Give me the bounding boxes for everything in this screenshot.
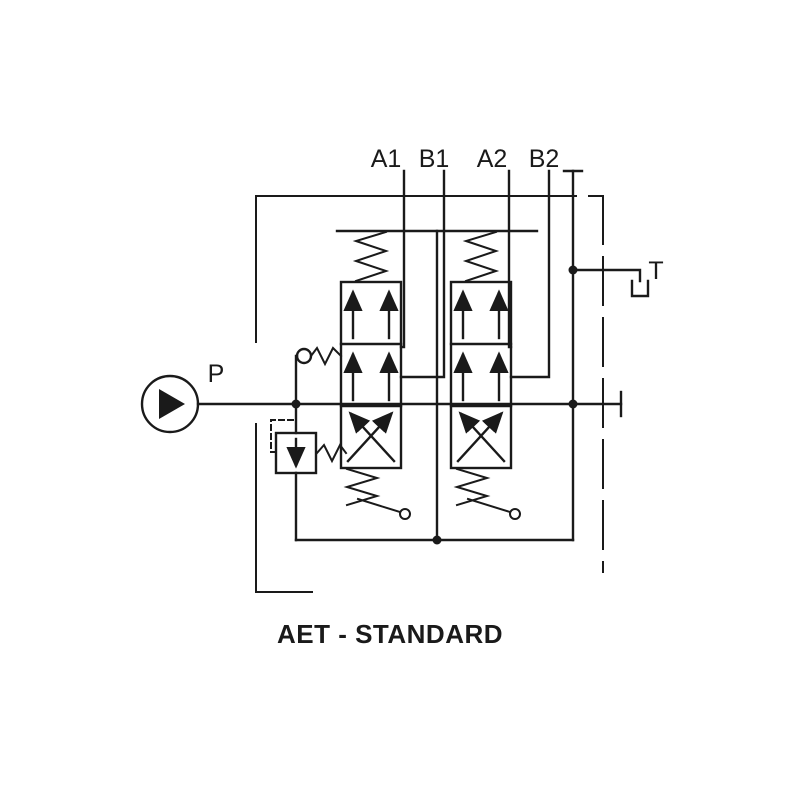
pressure-line-group bbox=[196, 390, 623, 418]
valve2-lever-knob-icon bbox=[509, 508, 521, 520]
valve1-top-spring-icon bbox=[352, 230, 390, 283]
work-port-labels: A1 B1 A2 B2 bbox=[371, 145, 560, 173]
valve2-pos3-cross-arrow-2 bbox=[458, 411, 506, 463]
relief-pilot-line bbox=[270, 419, 294, 453]
tank-branch-line bbox=[571, 268, 642, 283]
valve-section-1 bbox=[339, 230, 411, 520]
valve2-top-spring-icon bbox=[462, 230, 500, 283]
valve-section-2 bbox=[449, 230, 521, 520]
junction-dot bbox=[291, 399, 301, 409]
check-valve-spring-icon bbox=[309, 346, 343, 367]
check-valve bbox=[294, 346, 343, 406]
port-a2-label: A2 bbox=[477, 145, 508, 173]
valve1-bottom-spring-icon bbox=[343, 467, 381, 507]
valve1-envelope bbox=[339, 280, 403, 470]
junction-dots bbox=[291, 265, 578, 545]
relief-spring-icon bbox=[315, 443, 348, 464]
diagram-caption: AET - STANDARD bbox=[277, 619, 503, 649]
junction-dot bbox=[568, 265, 578, 275]
check-valve-branch-line bbox=[294, 354, 299, 406]
pump-label: P bbox=[208, 360, 225, 388]
check-valve-ball-icon bbox=[295, 347, 313, 365]
tank-label: T bbox=[648, 257, 663, 285]
port-b2-label: B2 bbox=[529, 145, 560, 173]
port-b1-label: B1 bbox=[419, 145, 450, 173]
junction-dot bbox=[432, 535, 442, 545]
pump-flow-triangle-icon bbox=[159, 389, 185, 419]
valve2-pos3-cross-arrow-1 bbox=[456, 411, 504, 463]
valve-block-boundary bbox=[255, 195, 604, 593]
valve2-bottom-spring-icon bbox=[453, 467, 491, 507]
valve1-pos3-cross-arrow-2 bbox=[348, 411, 396, 463]
tank-line-group: T bbox=[562, 169, 664, 542]
port-b2-line bbox=[509, 169, 551, 379]
tank-symbol-icon bbox=[630, 279, 650, 298]
relief-valve bbox=[270, 402, 348, 542]
work-port-lines bbox=[399, 169, 551, 379]
valve2-envelope bbox=[449, 280, 513, 470]
valve2-lever-arm bbox=[466, 497, 512, 514]
junction-dot bbox=[568, 399, 578, 409]
valve1-lever-arm bbox=[356, 497, 402, 514]
pump-symbol: P bbox=[140, 360, 225, 434]
port-b1-line bbox=[399, 169, 446, 379]
internal-gallery bbox=[294, 229, 575, 542]
valve1-pos3-cross-arrow-1 bbox=[346, 411, 394, 463]
valve1-lever-knob-icon bbox=[399, 508, 411, 520]
port-a1-label: A1 bbox=[371, 145, 402, 173]
